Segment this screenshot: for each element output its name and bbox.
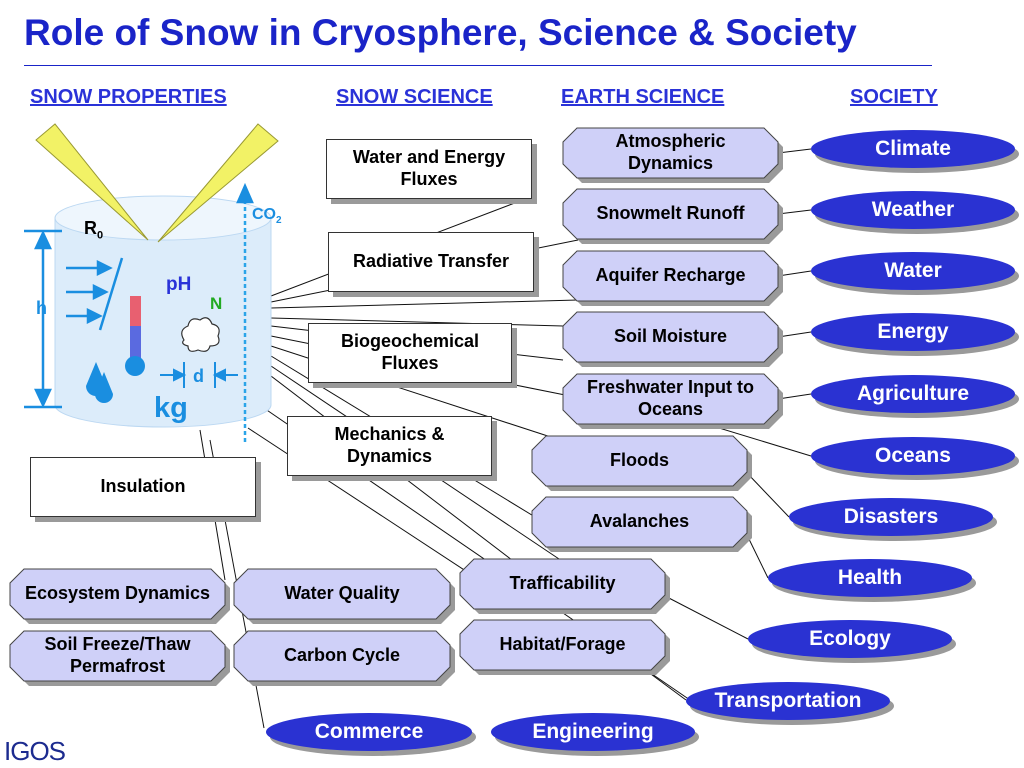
octagon-shape xyxy=(9,568,230,624)
cylinder-top xyxy=(54,195,272,241)
connector-line xyxy=(777,331,812,338)
title-underline xyxy=(24,65,932,66)
node-snowmelt-runoff: Snowmelt Runoff xyxy=(562,188,783,244)
albedo-label: R0 xyxy=(84,218,104,242)
node-trafficability: Trafficability xyxy=(459,558,670,614)
node-soil-moisture: Soil Moisture xyxy=(562,311,783,367)
sun-ray-right xyxy=(157,123,279,243)
connector-line xyxy=(777,209,812,215)
connector-line xyxy=(270,317,564,327)
height-label: h xyxy=(36,298,47,318)
node-disasters: Disasters xyxy=(789,498,993,536)
connector-line xyxy=(777,270,812,277)
node-transportation: Transportation xyxy=(686,682,890,720)
octagon-shape xyxy=(233,630,455,686)
node-mechanics-dynamics: Mechanics & Dynamics xyxy=(287,416,492,476)
igos-logo: IGOS xyxy=(4,736,66,766)
octagon-shape xyxy=(562,250,783,306)
node-engineering: Engineering xyxy=(491,713,695,751)
connector-line xyxy=(270,375,547,587)
wind-arrows-icon xyxy=(66,257,124,331)
header-society: SOCIETY xyxy=(850,86,938,108)
grain-size-arrow xyxy=(160,362,238,388)
node-floods: Floods xyxy=(531,435,752,491)
node-water: Water xyxy=(811,252,1015,290)
page-title: Role of Snow in Cryosphere, Science & So… xyxy=(24,12,857,53)
header-snow-properties: SNOW PROPERTIES xyxy=(30,86,227,108)
octagon-shape xyxy=(459,558,670,614)
node-weather: Weather xyxy=(811,191,1015,229)
node-insulation: Insulation xyxy=(30,457,256,517)
node-oceans: Oceans xyxy=(811,437,1015,475)
octagon-shape xyxy=(562,188,783,244)
octagon-shape xyxy=(459,619,670,675)
octagon-shape xyxy=(531,496,752,552)
co2-flux-arrow xyxy=(236,182,254,445)
octagon-shape xyxy=(562,127,783,183)
node-water-energy-fluxes: Water and Energy Fluxes xyxy=(326,139,532,199)
water-drops-icon xyxy=(86,362,113,403)
node-climate: Climate xyxy=(811,130,1015,168)
header-snow-science: SNOW SCIENCE xyxy=(336,86,493,108)
sun-ray-left xyxy=(35,123,149,241)
co2-label: CO2 xyxy=(252,206,282,227)
node-health: Health xyxy=(768,559,972,597)
octagon-shape xyxy=(562,311,783,367)
connector-line xyxy=(746,534,769,579)
thermometer-icon xyxy=(125,296,145,376)
connector-line xyxy=(746,472,790,518)
node-carbon-cycle: Carbon Cycle xyxy=(233,630,455,686)
node-biogeochemical-fluxes: Biogeochemical Fluxes xyxy=(308,323,512,383)
node-ecology: Ecology xyxy=(748,620,952,658)
snow-cylinder-illustration xyxy=(24,123,279,445)
connector-line xyxy=(777,393,812,400)
octagon-shape xyxy=(531,435,752,491)
ph-label: pH xyxy=(166,274,192,295)
octagon-shape xyxy=(562,373,783,429)
connector-line xyxy=(777,148,812,154)
node-commerce: Commerce xyxy=(266,713,472,751)
node-agriculture: Agriculture xyxy=(811,375,1015,413)
nitrogen-label: N xyxy=(210,294,223,313)
node-ecosystem-dynamics: Ecosystem Dynamics xyxy=(9,568,230,624)
node-radiative-transfer: Radiative Transfer xyxy=(328,232,534,292)
connector-line xyxy=(664,595,749,640)
connector-line xyxy=(270,299,579,309)
node-water-quality: Water Quality xyxy=(233,568,455,624)
grain-size-label: d xyxy=(193,366,204,386)
node-freshwater-input: Freshwater Input to Oceans xyxy=(562,373,783,429)
height-arrow xyxy=(24,229,62,409)
octagon-shape xyxy=(9,630,230,686)
node-avalanches: Avalanches xyxy=(531,496,752,552)
octagon-shape xyxy=(233,568,455,624)
node-soil-freeze-thaw: Soil Freeze/Thaw Permafrost xyxy=(9,630,230,686)
node-atmospheric-dynamics: Atmospheric Dynamics xyxy=(562,127,783,183)
header-earth-science: EARTH SCIENCE xyxy=(561,86,725,108)
node-aquifer-recharge: Aquifer Recharge xyxy=(562,250,783,306)
snow-grain-icon xyxy=(181,317,220,352)
node-habitat-forage: Habitat/Forage xyxy=(459,619,670,675)
node-energy: Energy xyxy=(811,313,1015,351)
mass-label: kg xyxy=(154,392,188,424)
